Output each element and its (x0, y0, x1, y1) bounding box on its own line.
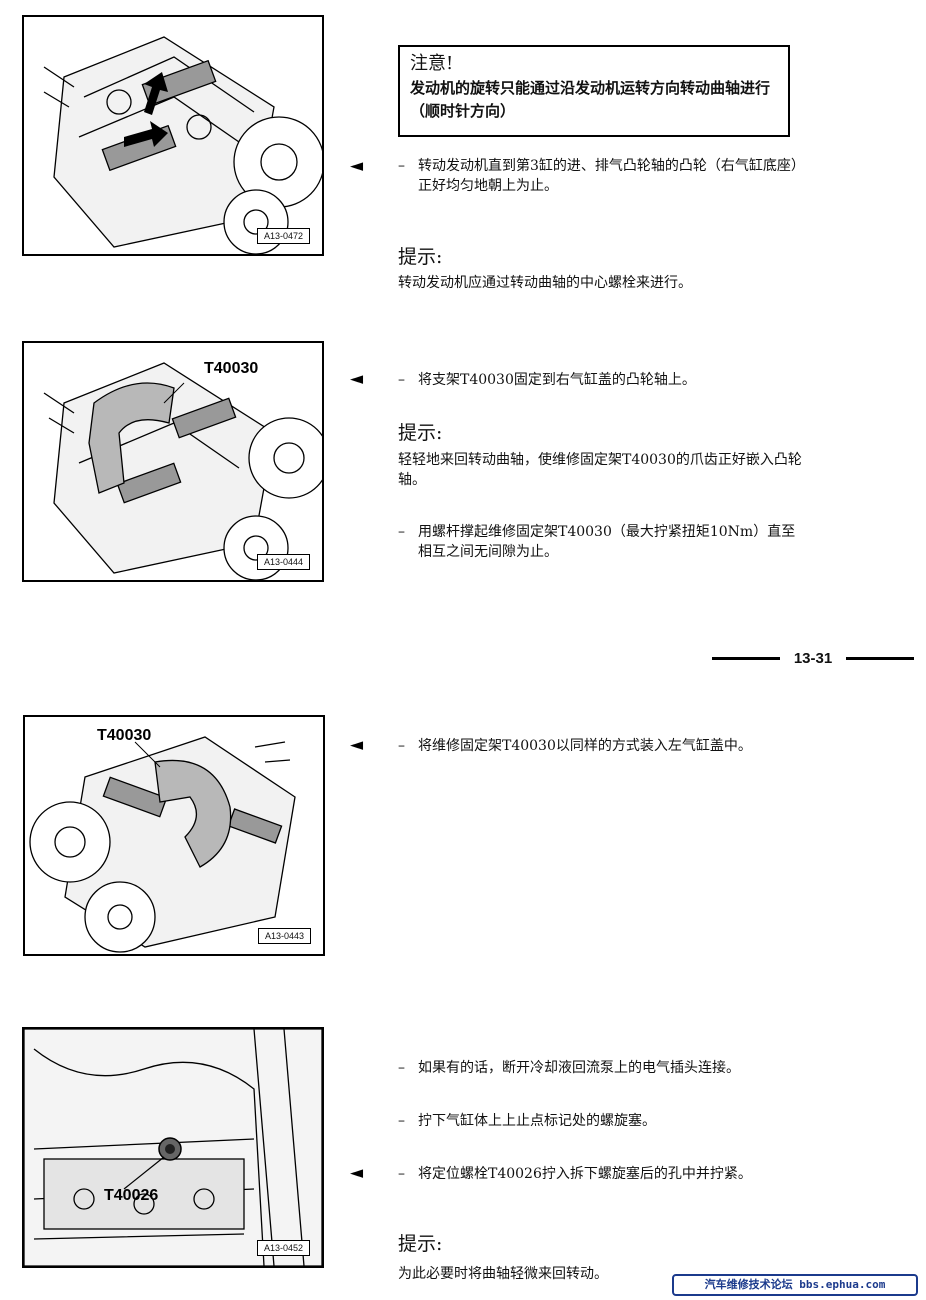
hint-title: 提示: (398, 246, 443, 268)
warning-body: 发动机的旋转只能通过沿发动机运转方向转动曲轴进行（顺时针方向） (410, 79, 771, 120)
figure-engine-cam-position: A13-0472 (22, 15, 324, 256)
figure-locating-pin-install: T40026 A13-0452 (22, 1027, 324, 1268)
dash-bullet: – (398, 1113, 405, 1129)
step-item: – 将支架T40030固定到右气缸盖的凸轮轴上。 (398, 370, 818, 390)
warning-box: 注意! 发动机的旋转只能通过沿发动机运转方向转动曲轴进行（顺时针方向） (398, 45, 790, 137)
hint-body: 轻轻地来回转动曲轴，使维修固定架T40030的爪齿正好嵌入凸轮轴。 (398, 452, 802, 488)
engine-illustration (43, 362, 322, 580)
step-text: 如果有的话，断开冷却液回流泵上的电气插头连接。 (418, 1060, 740, 1076)
page-number-text: 13-31 (793, 649, 833, 667)
figure-code: A13-0443 (257, 928, 311, 944)
hint-title: 提示: (398, 422, 443, 444)
figure-code: A13-0452 (256, 1240, 310, 1256)
step-item: – 如果有的话，断开冷却液回流泵上的电气插头连接。 (398, 1058, 818, 1078)
tool-label: T40030 (204, 360, 259, 377)
dash-bullet: – (398, 1060, 405, 1076)
divider (712, 656, 780, 660)
figure-left-bracket-install: T40030 A13-0443 (23, 715, 325, 956)
divider (846, 656, 914, 660)
tool-label: T40030 (97, 727, 152, 744)
hint-title: 提示: (398, 1233, 443, 1255)
hint-body: 为此必要时将曲轴轻微来回转动。 (398, 1266, 608, 1282)
engine-illustration (29, 736, 296, 953)
dash-bullet: – (398, 1166, 405, 1182)
step-text: 将维修固定架T40030以同样的方式装入左气缸盖中。 (418, 738, 752, 754)
bracket-shape (154, 759, 232, 868)
arrow-up-icon (144, 72, 168, 115)
figure-right-bracket-install: T40030 A13-0444 (22, 341, 324, 582)
dash-bullet: – (398, 158, 405, 174)
left-arrow-icon: ◄ (350, 1163, 364, 1183)
step-text: 将支架T40030固定到右气缸盖的凸轮轴上。 (418, 372, 696, 388)
dash-bullet: – (398, 372, 405, 388)
arrow-right-icon (124, 121, 168, 147)
tool-label: T40026 (104, 1187, 159, 1204)
dash-bullet: – (398, 524, 405, 540)
step-item: – 用螺杆撑起维修固定架T40030（最大拧紧扭矩10Nm）直至相互之间无间隙为… (398, 522, 803, 562)
page-number: 13-31 (712, 647, 914, 669)
left-arrow-icon: ◄ (350, 369, 364, 389)
engine-illustration (43, 36, 322, 254)
figure-code: A13-0444 (256, 554, 310, 570)
left-arrow-icon: ◄ (350, 156, 364, 176)
step-text: 将定位螺栓T40026拧入拆下螺旋塞后的孔中并拧紧。 (418, 1166, 752, 1182)
engine-block-illustration (24, 1029, 322, 1266)
forum-watermark: 汽车维修技术论坛 bbs.ephua.com (672, 1274, 918, 1296)
step-item: – 将维修固定架T40030以同样的方式装入左气缸盖中。 (398, 736, 818, 756)
warning-title: 注意! (410, 53, 454, 74)
step-text: 拧下气缸体上上止点标记处的螺旋塞。 (418, 1113, 656, 1129)
step-item: – 将定位螺栓T40026拧入拆下螺旋塞后的孔中并拧紧。 (398, 1164, 818, 1184)
left-arrow-icon: ◄ (350, 735, 364, 755)
bracket-shape (88, 382, 175, 494)
figure-code: A13-0472 (256, 228, 310, 244)
dash-bullet: – (398, 738, 405, 754)
step-item: – 拧下气缸体上上止点标记处的螺旋塞。 (398, 1111, 818, 1131)
step-text: 用螺杆撑起维修固定架T40030（最大拧紧扭矩10Nm）直至相互之间无间隙为止。 (418, 524, 796, 560)
hint-body: 转动发动机应通过转动曲轴的中心螺栓来进行。 (398, 275, 692, 291)
step-text: 转动发动机直到第3缸的进、排气凸轮轴的凸轮（右气缸底座）正好均匀地朝上为止。 (418, 158, 798, 194)
step-item: – 转动发动机直到第3缸的进、排气凸轮轴的凸轮（右气缸底座）正好均匀地朝上为止。 (398, 156, 803, 196)
